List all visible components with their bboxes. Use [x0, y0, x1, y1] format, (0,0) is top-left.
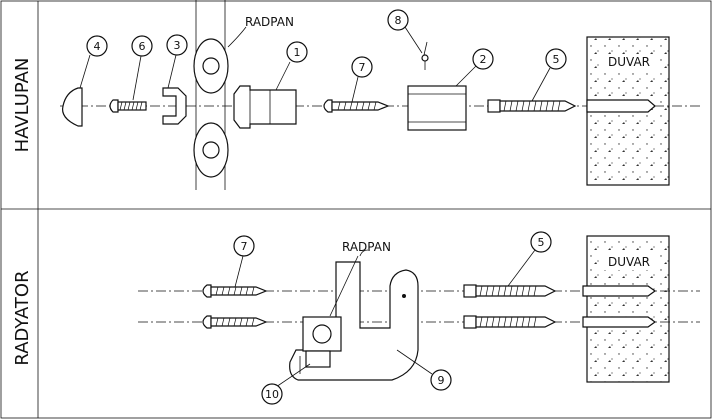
part-5-dowel-bottom-lower	[463, 315, 557, 329]
callout-3: 3	[166, 34, 188, 89]
wall-label-bottom: DUVAR	[608, 255, 650, 269]
callout-1: 1	[275, 41, 308, 91]
part-3-clamp	[162, 87, 187, 125]
part-6-screw	[109, 99, 147, 113]
part-5-dowel-bottom-upper	[463, 284, 557, 298]
svg-text:7: 7	[359, 61, 366, 74]
section-label-havlupan: HAVLUPAN	[12, 58, 33, 153]
svg-text:1: 1	[294, 46, 301, 59]
part-7-screw-bottom-lower	[202, 315, 268, 329]
part-5-dowel-top	[487, 99, 577, 113]
svg-text:5: 5	[538, 236, 545, 249]
svg-text:8: 8	[395, 14, 402, 27]
callout-5-top: 5	[531, 48, 567, 102]
svg-text:3: 3	[174, 39, 181, 52]
callout-7-bottom: 7	[233, 235, 255, 288]
callout-10: 10	[261, 363, 311, 405]
section-label-radyator: RADYATOR	[12, 270, 33, 365]
wall-top: DUVAR	[586, 36, 670, 186]
svg-text:10: 10	[265, 388, 279, 401]
svg-text:7: 7	[241, 240, 248, 253]
part-10-clip	[302, 316, 342, 368]
part-2-spacer	[407, 85, 467, 131]
callout-2: 2	[455, 48, 494, 87]
svg-text:4: 4	[94, 40, 101, 53]
callout-5-bottom: 5	[507, 231, 552, 287]
part-7-screw-bottom-upper	[202, 284, 268, 298]
svg-text:9: 9	[438, 374, 445, 387]
radiator-pipe-top: RADPAN	[193, 0, 294, 190]
wall-label-top: DUVAR	[608, 55, 650, 69]
part-4-cap	[61, 87, 83, 127]
part-1-sleeve	[233, 85, 297, 129]
part-8-small-screw	[421, 41, 429, 70]
svg-text:6: 6	[139, 40, 146, 53]
callout-7-top: 7	[351, 56, 373, 103]
radiator-label-bottom: RADPAN	[342, 240, 391, 254]
callout-8: 8	[387, 9, 423, 54]
part-7-screw-top	[323, 99, 390, 113]
callout-6: 6	[131, 35, 153, 101]
callout-9: 9	[396, 349, 452, 391]
svg-text:2: 2	[480, 53, 487, 66]
svg-text:5: 5	[553, 53, 560, 66]
wall-bottom: DUVAR	[582, 235, 670, 383]
radiator-label-top: RADPAN	[245, 15, 294, 29]
callout-4: 4	[79, 35, 108, 89]
radiator-leader-bottom	[329, 255, 359, 317]
